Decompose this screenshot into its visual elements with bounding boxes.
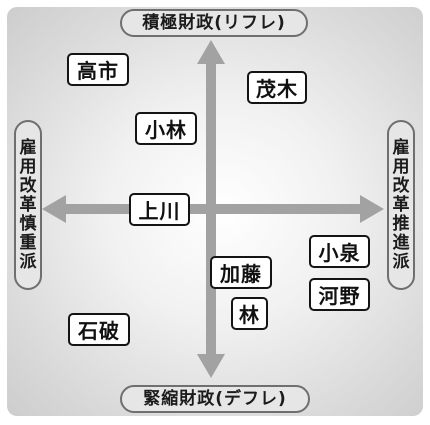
name-box-takaichi: 高市 [67, 53, 129, 86]
axis-label-char: 用 [392, 156, 410, 177]
horizontal-axis-line [58, 204, 368, 214]
axis-label-char: 雇 [19, 137, 37, 158]
axis-label-top: 積極財政(リフレ) [120, 9, 308, 37]
axis-label-char: 重 [19, 232, 37, 253]
name-box-kono: 河野 [309, 278, 370, 311]
axis-label-char: 用 [19, 156, 37, 177]
axis-label-char: 慎 [19, 213, 37, 234]
axis-label-char: 改 [19, 175, 37, 196]
name-box-kato: 加藤 [210, 256, 272, 289]
axis-label-char: 派 [19, 251, 37, 272]
axis-label-char: 進 [392, 232, 410, 253]
name-box-hayashi: 林 [231, 297, 268, 330]
axis-label-char: 雇 [392, 137, 410, 158]
up-arrowhead [197, 40, 225, 64]
axis-label-bottom: 緊縮財政(デフレ) [120, 385, 310, 413]
name-box-kobayashi: 小林 [135, 112, 197, 145]
axis-label-char: 革 [19, 194, 37, 215]
name-box-kamikawa: 上川 [129, 193, 190, 226]
axis-label-char: 推 [392, 213, 410, 234]
axis-label-char: 改 [392, 175, 410, 196]
down-arrowhead [197, 354, 225, 378]
name-box-ishiba: 石破 [68, 313, 130, 346]
axis-label-right: 雇用改革推進派 [387, 120, 415, 290]
left-arrowhead [42, 195, 66, 223]
right-arrowhead [360, 195, 384, 223]
axis-label-char: 派 [392, 251, 410, 272]
axis-label-char: 革 [392, 194, 410, 215]
name-box-koizumi: 小泉 [309, 235, 370, 268]
name-box-motegi: 茂木 [247, 71, 307, 104]
axis-label-left: 雇用改革慎重派 [14, 120, 42, 290]
